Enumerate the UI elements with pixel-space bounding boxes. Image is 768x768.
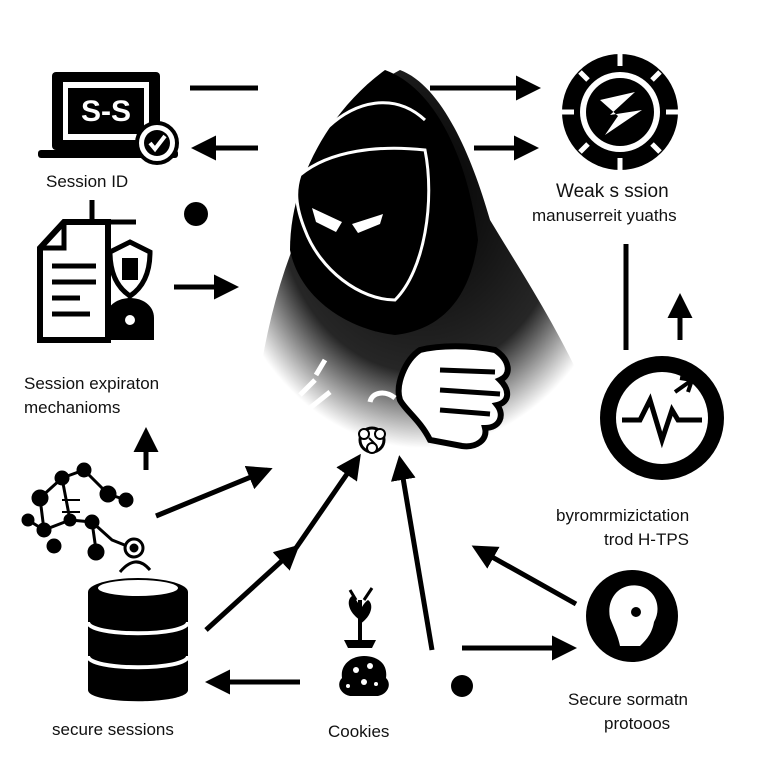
label-session-id: Session ID <box>46 172 129 191</box>
laptop-icon <box>38 72 179 165</box>
label-secure-sessions: secure sessions <box>52 720 174 739</box>
database-icon <box>86 560 190 702</box>
dot-marker <box>184 202 208 226</box>
label-expiration-line1: Session expiraton <box>24 374 160 393</box>
label-weak-session-line1: Weak s ssion <box>556 181 669 202</box>
label-cookies: Cookies <box>328 722 390 741</box>
hooded-hacker-icon <box>250 70 595 490</box>
cookie-icon <box>339 656 389 696</box>
label-sync-line2: trod H-TPS <box>604 530 690 549</box>
head-profile-icon <box>586 570 678 662</box>
laptop-screen-text: S-S <box>80 95 131 128</box>
virus-icon <box>562 54 678 170</box>
network-nodes-icon <box>21 462 145 561</box>
heartbeat-monitor-icon <box>600 356 724 480</box>
label-secure-protocols-line2: protooos <box>604 714 671 733</box>
label-weak-session-line2: manuserreit yuaths <box>532 206 677 225</box>
document-shield-icon <box>37 200 154 343</box>
plant-icon <box>344 587 376 648</box>
label-secure-protocols-line1: Secure sormatn <box>568 690 688 709</box>
arrow-head-to-center <box>471 545 578 607</box>
arrow-center-left <box>293 453 361 550</box>
arrow-center-up <box>390 455 435 651</box>
arrow-network-to-center <box>155 466 273 519</box>
arrow-db-to-center <box>204 544 300 632</box>
label-sync-line1: byromrmizictation <box>556 506 690 525</box>
label-expiration-line2: mechanioms <box>24 398 121 417</box>
connector-arrows <box>133 75 693 695</box>
dot-marker <box>451 675 473 697</box>
